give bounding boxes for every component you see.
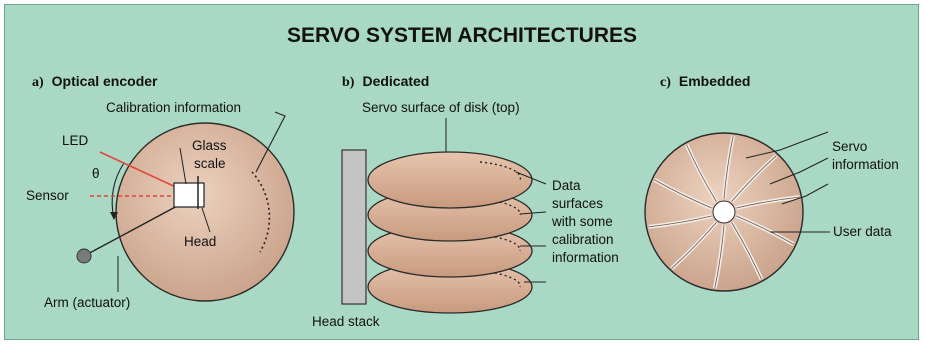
head-leader <box>201 207 211 233</box>
platter-1-track <box>479 161 522 181</box>
servo-wedge-edge <box>723 135 734 200</box>
servo-wedge-edge <box>671 222 717 269</box>
platter-3-track <box>479 234 521 252</box>
optical-heading: a) Optical encoder <box>32 73 158 90</box>
servo-leader-1 <box>745 131 829 159</box>
arm-label: Arm (actuator) <box>44 295 130 310</box>
arm-pivot <box>76 248 92 264</box>
data-label-line5: information <box>552 250 619 265</box>
servo-leader-2 <box>769 157 829 185</box>
servo-wedge-edge <box>731 155 777 202</box>
servo-info-line1: Servo <box>832 139 867 154</box>
platter-2-track <box>479 198 521 216</box>
servo-wedge-edge <box>736 196 800 209</box>
glass-label-line2: scale <box>194 156 226 171</box>
theta-arrowhead <box>110 212 118 220</box>
glass-label-line1: Glass <box>192 138 227 153</box>
head-label: Head <box>184 234 216 249</box>
data-label-line2: surfaces <box>552 196 603 211</box>
servo-leader-3 <box>781 183 829 205</box>
platter-1-servo <box>367 151 533 209</box>
servo-wedge-edge <box>653 179 712 209</box>
arm-line <box>83 197 193 257</box>
servo-surface-label: Servo surface of disk (top) <box>362 100 520 115</box>
data-label-line3: with some <box>551 214 613 229</box>
calibration-track <box>251 171 271 253</box>
sensor-label: Sensor <box>26 188 69 203</box>
servo-wedge-edge <box>731 222 762 280</box>
data-label-line4: calibration <box>552 232 614 247</box>
spindle-hole <box>712 200 736 224</box>
user-data-label: User data <box>833 224 892 239</box>
dedicated-heading: b) Dedicated <box>342 73 429 90</box>
servo-wedge-edge <box>686 144 717 202</box>
platter-4-track <box>479 270 521 288</box>
head-stack <box>341 149 367 305</box>
head-stack-label: Head stack <box>312 314 380 329</box>
diagram-title: SERVO SYSTEM ARCHITECTURES <box>287 24 637 47</box>
glass-leader <box>179 147 187 185</box>
servo-wedges <box>648 135 800 289</box>
servo-wedge-edge <box>714 224 725 289</box>
led-ray <box>99 151 181 190</box>
embedded-section: c) Embedded Servo information User data <box>644 73 899 292</box>
optical-encoder-section: a) Optical encoder Calibration informati… <box>26 73 295 310</box>
data-leader-2 <box>519 211 547 215</box>
servo-wedge-edge <box>648 215 712 228</box>
led-label: LED <box>62 133 89 148</box>
servo-wedge-edge <box>736 215 795 245</box>
calibration-leader <box>255 111 286 173</box>
data-label-line1: Data <box>552 178 581 193</box>
dedicated-section: b) Dedicated Servo surface of disk (top)… <box>312 73 619 329</box>
calibration-label: Calibration information <box>106 100 241 115</box>
theta-label: θ <box>92 166 100 181</box>
glass-scale-box <box>173 182 205 208</box>
servo-info-line2: information <box>832 157 899 172</box>
embedded-heading: c) Embedded <box>660 73 750 90</box>
data-leader-1 <box>515 171 547 185</box>
